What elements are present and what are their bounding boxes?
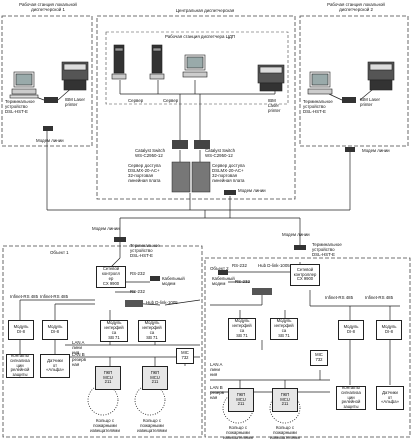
access-server-1-icon <box>171 161 191 193</box>
object-2-terminal-label: Терминальное устройство DSL-HST-E <box>312 242 342 257</box>
object-2-loop-label-1: Кольцо с пожарными извещателями <box>223 425 253 439</box>
object-2-cable-modem-label: Кабельный модем <box>212 276 235 286</box>
object-1-terminal-label: Терминальное устройство DSL-HST-E <box>130 243 160 258</box>
object-1-lan-a: LAN A лини ния <box>72 340 85 355</box>
object-1-module-di8-b: Модуль DI-8 <box>42 320 68 340</box>
top-trunk-lines <box>19 80 400 393</box>
object-2-lan-a: LAN A лини ния <box>210 362 223 377</box>
access-server-1-label: Сервер доступа DSLMX-20-AC+ 32-портовая … <box>128 163 161 183</box>
cpu-station-computer-1 <box>111 44 127 80</box>
object-1-mcu-1: ПКП MCU 211 <box>95 366 121 390</box>
station-1-terminal-label: Терминальное устройство DSL-HST-E <box>5 99 35 114</box>
cpu-station-computer-3 <box>182 54 208 78</box>
access-server-2-label: Сервер доступа DSLMX-20-AC+ 32-портовая … <box>212 163 245 183</box>
object-2-mic732: MIC 732 <box>310 350 328 366</box>
object-2-frame <box>204 257 411 438</box>
local-station-1-title: Рабочая станция локальной диспетчерской … <box>19 2 77 12</box>
station-2-printer-label: IBM Laser printer <box>360 97 381 107</box>
local-station-2-title: Рабочая станция локальной диспетчерской … <box>327 2 385 12</box>
central-dispatch-frame <box>96 15 296 200</box>
object-2-lan-b: LAN B резерв ная <box>210 385 224 400</box>
catalyst-switch-1-icon <box>172 140 188 149</box>
object-2-mcu-2: ПКП MCU 211 <box>272 388 298 412</box>
object-1-relay-contacts: Контакты сигнализа ции релейной защиты <box>6 353 34 378</box>
catalyst-switch-2-label: Catalyst Switch WS-C2950-12 <box>205 148 236 158</box>
object-2-module-di8-b: Модуль DI-8 <box>376 320 402 340</box>
object-1-mcu-2: ПКП MCU 211 <box>142 366 168 390</box>
object-1-network-controller: Сетевой контролл ер CX 9900 <box>96 266 126 288</box>
object-1-lan-b: LAN B резерв ная <box>72 352 86 367</box>
trunk-modem-2-icon <box>294 245 306 250</box>
cpu-station-server-label-1: Сервер <box>128 98 144 103</box>
object-2-relay-contacts: Контакты сигнализа ции релейной защиты <box>336 385 366 410</box>
station-2-modem-label: Модем линии <box>362 148 390 153</box>
object-2-infinet-1: Infinet-RS 485 <box>325 295 354 300</box>
local-station-2-frame <box>299 15 409 147</box>
station-1-terminal-icon <box>44 97 58 103</box>
station-2-printer <box>367 61 395 91</box>
object-2-mcu-1: ПКП MCU 211 <box>228 388 254 412</box>
object-2-hub-label: Hub D-link-1005 <box>258 263 290 268</box>
central-modem-icon <box>224 190 236 195</box>
station-1-modem-label: Модем линии <box>36 138 64 143</box>
station-1-printer <box>61 61 89 91</box>
object-1-alpha-sensors: Датчики от «Альфа» <box>40 354 70 378</box>
object-1-hub-label: Hub D-link-1005 <box>146 300 178 305</box>
object-2-infinet-2: Infinet-RS 485 <box>365 295 394 300</box>
object-1-infinet-1: Infinet-RS 485 <box>10 294 39 299</box>
cpu-station-printer-label: IBM Laser printer <box>268 98 281 113</box>
cable-modem-2-icon <box>218 270 228 275</box>
station-2-modem-icon <box>345 147 355 152</box>
object-1-module-di8-a: Модуль DI-8 <box>8 320 34 340</box>
hub-1-icon <box>125 300 143 307</box>
object-1-loop-label-2: Кольцо с пожарными извещателями <box>137 418 167 433</box>
object-2-interface-module-1: Модуль интерфей са SB 71 <box>228 318 256 340</box>
object-2-loop-label-2: Кольцо с пожарными извещателями <box>270 425 300 439</box>
object-1-title: Объект 1 <box>50 250 69 255</box>
cable-modem-1-icon <box>150 276 160 281</box>
central-modem-label: Модем линии <box>238 188 266 193</box>
object-1-mic732: MIC 732 <box>176 348 194 364</box>
central-dispatch-title: Центральная диспетчерская <box>175 8 235 13</box>
cpu-station-computer-2 <box>149 44 165 80</box>
object-1-rs232-label-2: RS-232 <box>130 289 145 294</box>
cpu-station-server-label-2: Сервер <box>163 98 179 103</box>
object-2-network-controller: Сетевой контроллер CX 9900 <box>290 264 320 286</box>
object-2-interface-module-2: Модуль интерфей са SB 71 <box>270 318 298 340</box>
station-1-printer-label: IBM Laser printer <box>65 97 86 107</box>
object-2-rs232-label-2: RS-232 <box>235 279 250 284</box>
object-2-rs232-label: RS-232 <box>232 263 247 268</box>
object-2-title: Объект 2 <box>210 266 229 271</box>
object-1-interface-module-2: Модуль интерфей са SB 71 <box>138 320 166 342</box>
access-server-2-icon <box>191 161 211 193</box>
object-1-infinet-2: Infinet-RS 485 <box>40 294 69 299</box>
object-1-frame <box>2 245 203 438</box>
trunk-modem-1-label: Модем линии <box>92 226 120 231</box>
station-2-terminal-label: Терминальное устройство DSL-HST-E <box>303 99 333 114</box>
object-2-module-di8-a: Модуль DI-8 <box>338 320 364 340</box>
station-2-terminal-icon <box>342 97 356 103</box>
station-1-modem-icon <box>43 126 53 131</box>
object-1-loop-label-1: Кольцо с пожарными извещателями <box>90 418 120 433</box>
object-1-cable-modem-label: Кабельный модем <box>162 276 185 286</box>
object-1-rs232-label: RS-232 <box>130 271 145 276</box>
catalyst-switch-2-icon <box>194 140 210 149</box>
object-1-interface-module-1: Модуль интерфей са SB 71 <box>100 320 128 342</box>
catalyst-switch-1-label: Catalyst Switch WS-C2950-12 <box>135 148 166 158</box>
cpu-station-title: Рабочая станция диспетчера ЦДП <box>164 34 236 39</box>
station-2-computer <box>307 71 333 95</box>
trunk-modem-1-icon <box>114 237 126 242</box>
cpu-station-printer <box>257 64 285 92</box>
cpu-station-frame <box>105 31 289 105</box>
station-1-computer <box>9 71 39 99</box>
trunk-modem-2-label: Модем линии <box>282 232 310 237</box>
hub-2-icon <box>252 288 272 295</box>
object-2-alpha-sensors: Датчики от «Альфа» <box>376 386 404 410</box>
